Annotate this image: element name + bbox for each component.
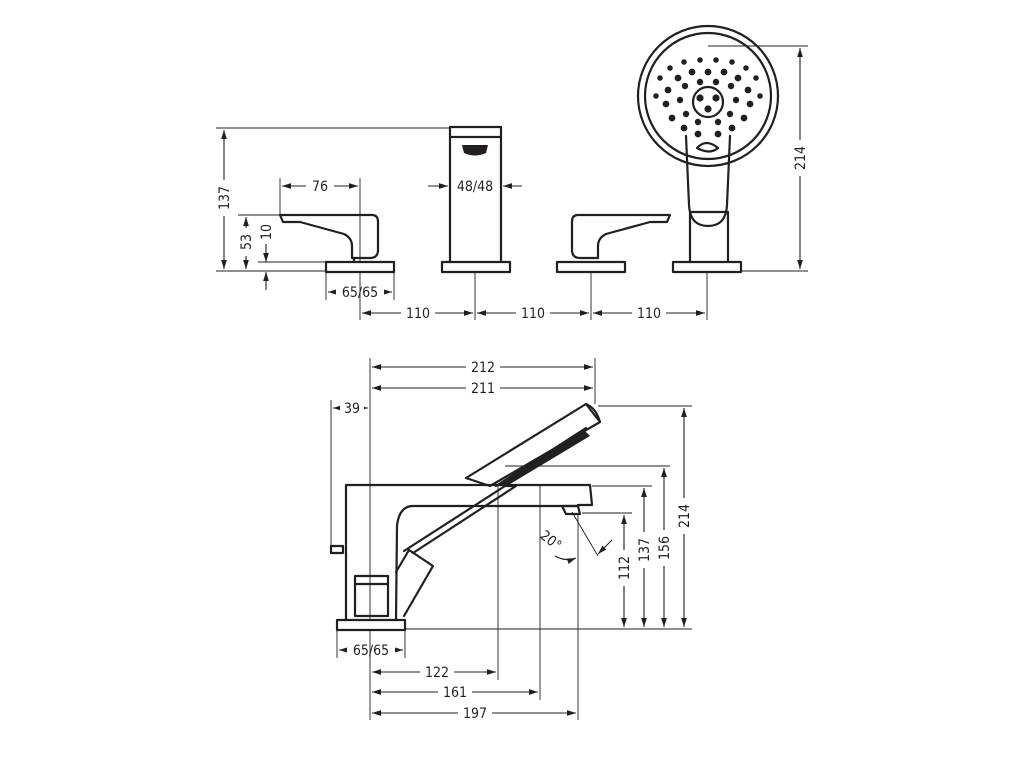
side-aerator-icon (560, 504, 582, 516)
front-view: 137 53 10 76 6 (216, 24, 809, 322)
dim-front-137: 137 (216, 127, 450, 272)
dim-front-10: 10 (258, 224, 326, 290)
side-diverter-knob (353, 574, 390, 618)
side-122-label: 122 (425, 665, 449, 681)
side-137-label: 137 (637, 538, 653, 562)
aerator-icon (462, 145, 488, 156)
side-mixer-body (344, 483, 594, 622)
side-197-label: 197 (463, 706, 487, 722)
front-110-label-2: 110 (521, 306, 545, 322)
dim-side-212: 212 (369, 358, 596, 620)
front-110-label-1: 110 (406, 306, 430, 322)
front-214-label: 214 (793, 146, 809, 170)
dim-front-76: 76 (279, 177, 361, 262)
side-hand-shower (394, 402, 602, 618)
dim-side-angle: 20° (537, 511, 613, 720)
side-212-label: 212 (471, 360, 495, 376)
dim-front-48: 48/48 (428, 177, 522, 195)
side-211-label: 211 (471, 381, 495, 397)
side-view: 212 211 39 20° (329, 358, 693, 722)
front-53-label: 53 (239, 234, 255, 250)
side-156-label: 156 (657, 536, 673, 560)
side-65-label: 65/65 (353, 643, 389, 659)
front-76-label: 76 (312, 179, 328, 195)
dim-side-211: 211 (372, 379, 593, 397)
left-handle (278, 213, 396, 274)
side-base-plate (335, 618, 407, 632)
shower-nozzles (653, 57, 763, 138)
dim-front-214: 214 (708, 45, 809, 272)
dim-side-heights: 112 137 156 214 (405, 405, 693, 630)
side-161-label: 161 (443, 685, 467, 701)
side-112-label: 112 (617, 556, 633, 580)
hand-shower (636, 24, 780, 274)
front-48-label: 48/48 (457, 179, 493, 195)
dim-front-110: 110 110 110 (359, 272, 708, 322)
side-angle-label: 20° (537, 528, 564, 554)
dim-side-39: 39 (330, 400, 368, 548)
right-handle (555, 213, 672, 274)
side-214-label: 214 (677, 504, 693, 528)
side-39-label: 39 (344, 401, 360, 417)
dim-side-reach: 122 161 197 (369, 486, 576, 722)
dim-side-65: 65/65 (336, 630, 406, 659)
front-137-label: 137 (217, 186, 233, 210)
front-10-label: 10 (259, 224, 275, 240)
shower-head-icon (636, 24, 780, 168)
front-110-label-3: 110 (637, 306, 661, 322)
spout (440, 125, 512, 274)
dim-front-53: 53 (238, 214, 280, 269)
